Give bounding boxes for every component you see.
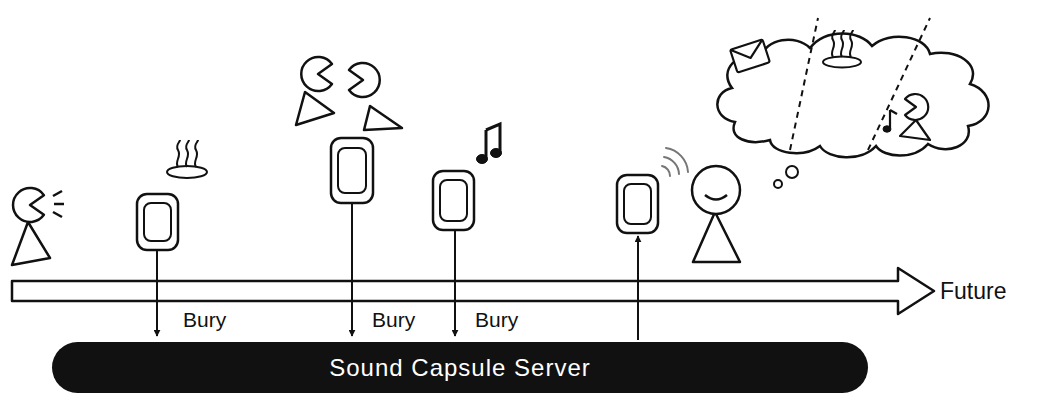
thought-bubbles [774, 166, 798, 188]
cloud-dividers [790, 18, 930, 150]
node-text: Sound Capsule Server [329, 354, 590, 382]
speaking-person [12, 188, 64, 265]
music-note [477, 124, 502, 164]
thought-cloud [717, 34, 988, 158]
action-label: Bury [372, 308, 415, 332]
timeline-arrow [12, 268, 934, 314]
action-label: Bury [183, 308, 226, 332]
devices [137, 138, 658, 250]
transfer-lines [157, 203, 638, 340]
action-label: Bury [475, 308, 518, 332]
hot-spring-icon [167, 140, 207, 178]
timeline-label: Future [940, 278, 1006, 305]
signal-waves [662, 148, 688, 176]
server-bar: Sound Capsule Server [52, 342, 868, 393]
music-person-icon [883, 94, 930, 140]
envelope-icon [730, 39, 770, 72]
hot-spring-icon [823, 30, 861, 68]
talking-persons [296, 57, 402, 130]
smiling-person [692, 166, 740, 262]
